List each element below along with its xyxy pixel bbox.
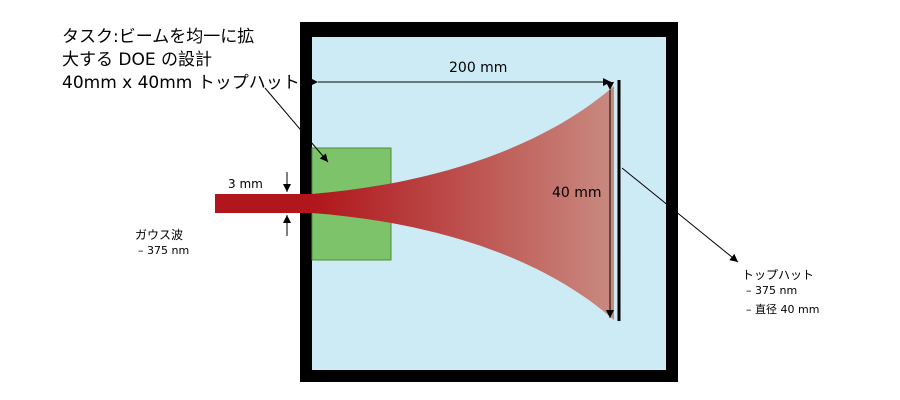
tophat-title: トップハット bbox=[742, 268, 815, 282]
output-size-label: 40 mm bbox=[552, 185, 602, 201]
gaussian-wavelength: – 375 nm bbox=[138, 244, 190, 257]
task-line-2: 大する DOE の設計 bbox=[62, 50, 213, 70]
expanding-beam bbox=[312, 86, 614, 320]
beam-width-label: 3 mm bbox=[228, 177, 263, 191]
distance-label: 200 mm bbox=[449, 60, 508, 76]
task-line-3: 40mm x 40mm トップハット bbox=[62, 73, 300, 93]
task-line-1: タスク:ビームを均一に拡 bbox=[62, 27, 255, 47]
tophat-leader-line bbox=[621, 167, 739, 263]
gaussian-title: ガウス波 bbox=[135, 228, 184, 242]
input-beam bbox=[215, 194, 314, 213]
tophat-diameter: – 直径 40 mm bbox=[746, 303, 820, 316]
tophat-wavelength: – 375 nm bbox=[746, 284, 798, 297]
task-leader-line bbox=[264, 87, 329, 163]
